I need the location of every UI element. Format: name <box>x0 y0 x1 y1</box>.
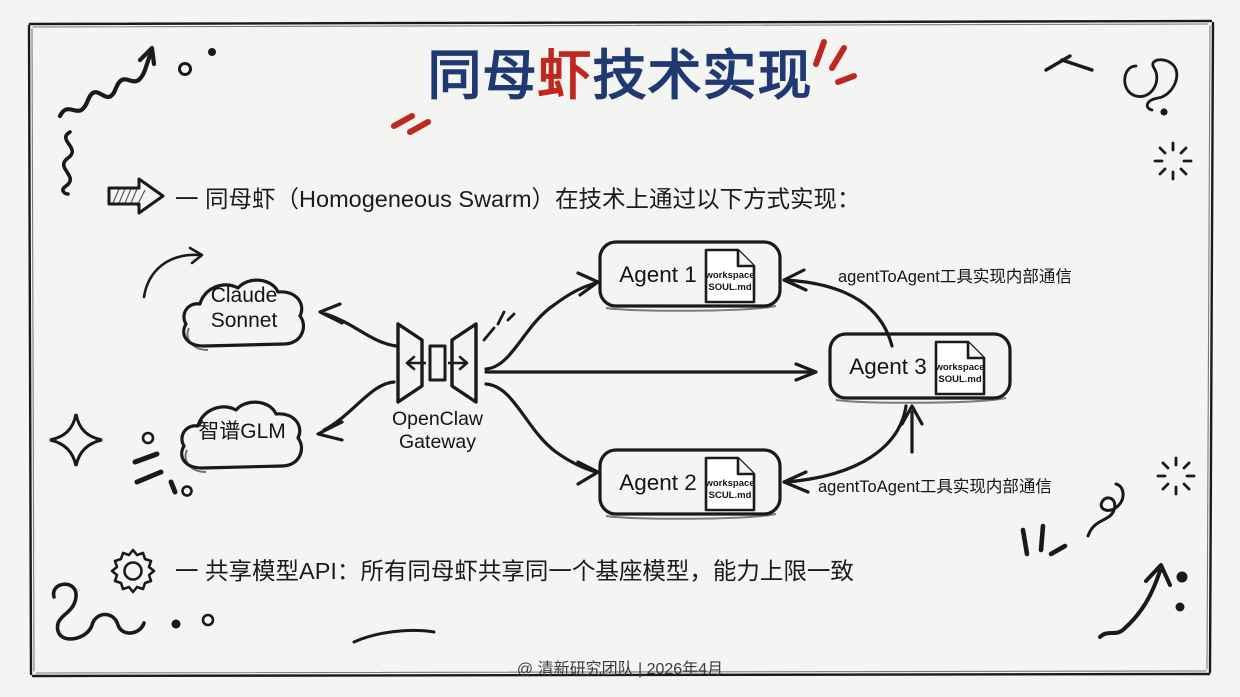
cloud-zhipu-glm-label: 智谱GLM <box>176 420 308 445</box>
edge-agent2-up-to-agent3 <box>900 404 924 454</box>
agent2-doc-label: workspace SCUL.md <box>700 478 760 501</box>
gateway-line2: Gateway <box>399 431 476 453</box>
edge-gateway-to-agent2 <box>484 382 600 486</box>
doodle-dots-topleft <box>178 48 216 76</box>
agent3-doc-line1: workspace <box>935 362 985 373</box>
cloud-claude-line1: Claude <box>210 284 278 307</box>
title-part1: 同母 <box>427 46 538 106</box>
arrow-right-icon <box>107 177 165 215</box>
doodle-dots-bottomleft <box>171 613 215 629</box>
doodle-dashes-topright <box>1044 54 1094 72</box>
agent2-doc-line2: SCUL.md <box>708 489 752 501</box>
agent1-label: Agent 1 <box>619 262 697 287</box>
doodle-ticks-title-left <box>391 113 431 135</box>
bottom-bullet-text: 一 共享模型API：所有同母虾共享同一个基座模型，能力上限一致 <box>175 558 854 584</box>
footer-text: @ 清新研究团队 | 2026年4月 <box>516 661 724 678</box>
doodle-squiggle-bottomleft <box>52 582 146 641</box>
doodle-dashes-exclaim-bottomright <box>1020 523 1068 557</box>
doodle-sparkle-bottomright <box>1156 456 1196 496</box>
gateway-line1: OpenClaw <box>391 408 484 430</box>
doodle-arrow-curve-left <box>142 246 204 299</box>
agent1-doc-line1: workspace <box>705 270 755 281</box>
slide-title: 同母虾技术实现 <box>0 46 1240 106</box>
edge-label-top: agentToAgent工具实现内部通信 <box>838 268 1072 286</box>
edge-gateway-to-claude <box>318 302 398 348</box>
agent3-label: Agent 3 <box>849 354 927 379</box>
doodle-sparkle-topright <box>1153 141 1193 181</box>
doodle-curl-bottomright <box>1086 482 1125 538</box>
edge-gateway-to-agent1 <box>484 271 600 371</box>
doodle-cursive-topright <box>1123 58 1179 116</box>
agent2-doc-icon <box>704 456 756 512</box>
agent2-doc-line1: workspace <box>705 478 755 489</box>
doodle-squiggle-left <box>61 130 75 196</box>
edge-agent3-to-agent2 <box>782 404 908 494</box>
cloud-claude-sonnet-label: Claude Sonnet <box>178 284 310 334</box>
title-part2: 技术实现 <box>592 46 813 106</box>
agent1-doc-line2: SOUL.md <box>708 281 752 293</box>
agent3-doc-icon <box>934 340 986 396</box>
doodle-sparkle-left <box>49 413 103 467</box>
gear-icon <box>110 548 156 594</box>
gateway-spark-icon <box>482 310 516 342</box>
doodle-dashes-bottom <box>352 629 436 644</box>
doodle-squiggle-arrow-topleft <box>57 45 157 119</box>
doodle-dashes-left <box>132 431 193 497</box>
subtitle-text: 一 同母虾（Homogeneous Swarm）在技术上通过以下方式实现： <box>175 186 861 212</box>
gateway-icon <box>396 322 478 404</box>
gateway-label: OpenClaw Gateway <box>355 408 520 454</box>
agent3-doc-line2: SOUL.md <box>938 373 982 385</box>
cloud-glm-line1: 智谱GLM <box>198 420 286 443</box>
cloud-claude-sonnet <box>182 278 306 351</box>
cloud-claude-line2: Sonnet <box>210 308 278 332</box>
agent1-doc-icon <box>704 248 756 304</box>
edge-agent3-to-agent1 <box>782 268 894 348</box>
agent1-doc-label: workspace SOUL.md <box>700 270 760 293</box>
doodle-ticks-title-right <box>813 39 857 85</box>
edge-label-bottom: agentToAgent工具实现内部通信 <box>818 478 1052 496</box>
doodle-arrow-up-bottomright <box>1098 563 1188 639</box>
cloud-zhipu-glm <box>180 400 304 473</box>
edge-gateway-to-agent3 <box>484 362 818 382</box>
agent2-label: Agent 2 <box>619 470 697 495</box>
agent3-doc-label: workspace SOUL.md <box>930 362 990 385</box>
edge-gateway-to-glm <box>316 380 396 442</box>
title-highlight: 虾 <box>537 46 593 106</box>
